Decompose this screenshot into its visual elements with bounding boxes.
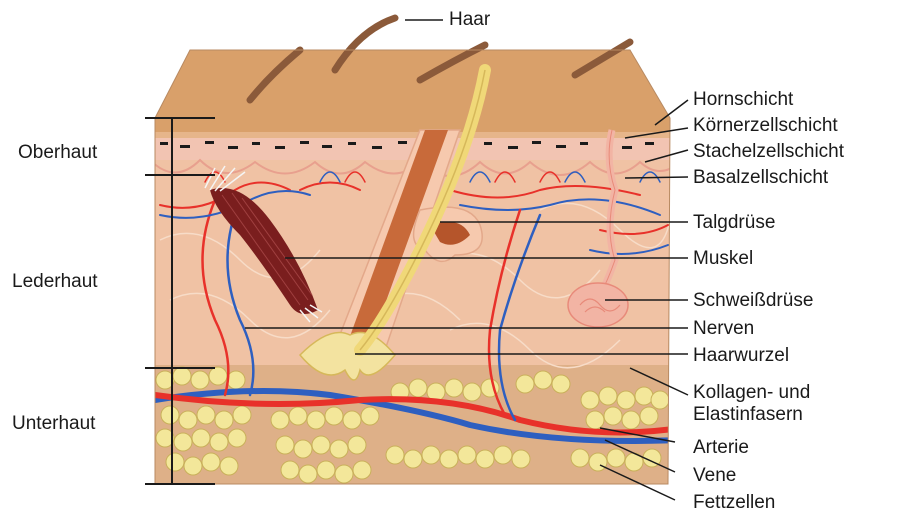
- label-stachelzellschicht: Stachelzellschicht: [693, 141, 844, 162]
- label-kollagen-line2: Elastinfasern: [693, 404, 803, 425]
- label-fettzellen: Fettzellen: [693, 492, 775, 513]
- label-schweissdruese: Schweißdrüse: [693, 290, 813, 311]
- label-koernerzellschicht: Körnerzellschicht: [693, 115, 838, 136]
- label-arterie: Arterie: [693, 437, 749, 458]
- label-lederhaut: Lederhaut: [12, 271, 98, 292]
- granulosum-band: [150, 132, 680, 138]
- label-unterhaut: Unterhaut: [12, 413, 95, 434]
- label-hornschicht: Hornschicht: [693, 89, 793, 110]
- label-vene: Vene: [693, 465, 736, 486]
- label-oberhaut: Oberhaut: [18, 142, 97, 163]
- label-muskel: Muskel: [693, 248, 753, 269]
- label-haar: Haar: [449, 9, 490, 30]
- label-haarwurzel: Haarwurzel: [693, 345, 789, 366]
- label-talgdruese: Talgdrüse: [693, 212, 775, 233]
- label-nerven: Nerven: [693, 318, 754, 339]
- label-kollagen-line1: Kollagen- und: [693, 382, 810, 403]
- label-basalzellschicht: Basalzellschicht: [693, 167, 828, 188]
